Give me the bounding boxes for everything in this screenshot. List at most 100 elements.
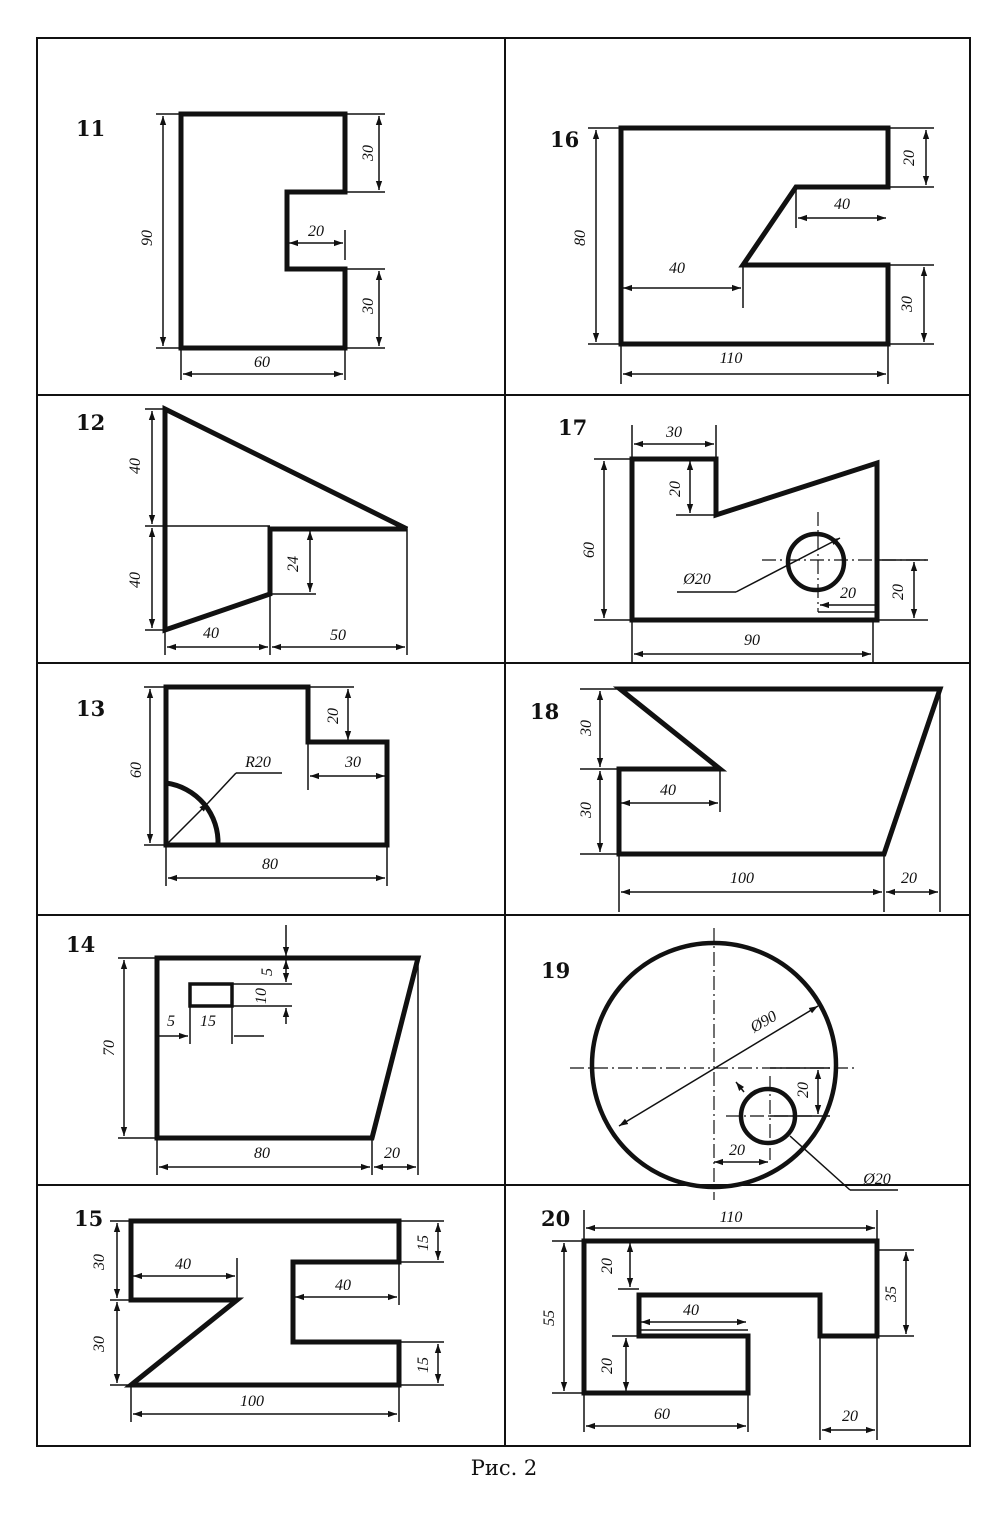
figure-13: 13 60 20 30 R20 80 (76, 684, 390, 886)
dimension-label: 40 (203, 625, 219, 642)
grid-frame (36, 37, 971, 1447)
dimension-label: 40 (127, 458, 144, 474)
dimension-label: 80 (572, 230, 589, 246)
figure-12: 12 40 40 24 40 50 (76, 404, 409, 655)
figure-14: 14 70 5 10 5 15 80 20 (66, 925, 422, 1175)
dimension-label: 30 (91, 1336, 108, 1353)
dimension-label: 20 (325, 708, 342, 724)
dimension-lines (580, 688, 941, 912)
dimension-label: 15 (415, 1357, 432, 1373)
dimension-lines (145, 408, 408, 655)
figure-number: 11 (76, 116, 105, 141)
dimension-label: 20 (840, 585, 856, 602)
dimension-label: 60 (654, 1406, 670, 1423)
dimension-label: 15 (415, 1235, 432, 1251)
dimension-label: 20 (890, 584, 907, 600)
figure-17: 17 30 20 60 Ø20 20 20 90 (558, 415, 928, 662)
dimension-label: 40 (335, 1277, 351, 1294)
fillet-arc (165, 780, 221, 846)
dimension-label: 55 (541, 1310, 558, 1326)
dimension-label: 20 (384, 1145, 400, 1162)
dimension-label: 24 (285, 556, 302, 572)
dimension-label: 30 (91, 1254, 108, 1271)
figure-number: 17 (558, 415, 587, 440)
figure-18: 18 30 30 40 100 20 (530, 686, 944, 912)
figure-11: 11 90 30 20 30 60 (76, 111, 385, 380)
dimension-lines (144, 686, 388, 886)
dimension-label: 80 (262, 856, 278, 873)
figure-number: 12 (76, 410, 105, 435)
dimension-label: 90 (744, 632, 760, 649)
part-outline (123, 1218, 402, 1388)
dimension-label: R20 (244, 754, 271, 771)
dimension-label: 35 (883, 1286, 900, 1303)
figure-number: 20 (541, 1206, 570, 1231)
dimension-label: 20 (842, 1408, 858, 1425)
dimension-label: 80 (254, 1145, 270, 1162)
dimension-lines (552, 1210, 914, 1440)
dimension-lines (588, 127, 934, 384)
figure-number: 19 (541, 958, 570, 983)
dimension-label: 20 (729, 1142, 745, 1159)
dimension-lines (618, 1005, 898, 1191)
dimension-label: 15 (200, 1013, 216, 1030)
figure-number: 16 (550, 127, 579, 152)
dimension-label: Ø20 (682, 571, 711, 588)
dimension-label: 110 (720, 350, 743, 367)
figure-number: 13 (76, 696, 105, 721)
dimension-label: 60 (128, 762, 145, 778)
figure-20: 20 110 20 40 55 20 35 60 20 (541, 1206, 914, 1440)
dimension-label: 20 (599, 1258, 616, 1274)
dimension-label: 30 (665, 424, 682, 441)
dimension-label: 20 (901, 870, 917, 887)
figure-caption: Рис. 2 (470, 1456, 538, 1480)
window-cutout (188, 982, 234, 1008)
figure-number: 18 (530, 699, 559, 724)
figure-16: 16 80 20 40 40 30 110 (550, 125, 934, 384)
dimension-label: 5 (167, 1013, 175, 1030)
dimension-label: 30 (344, 754, 361, 771)
part-outline (612, 686, 944, 857)
part-outline (178, 111, 348, 351)
dimension-label: 90 (139, 230, 156, 246)
dimension-label: 100 (730, 870, 754, 887)
dimension-label: 40 (669, 260, 685, 277)
dimension-label: 40 (683, 1302, 699, 1319)
part-outline (618, 125, 891, 347)
dimension-label: 30 (360, 298, 377, 315)
dimension-label: 30 (578, 802, 595, 819)
dimension-label: 50 (330, 627, 346, 644)
dimension-lines (110, 1220, 444, 1422)
figure-number: 15 (74, 1206, 103, 1231)
dimension-label: 30 (578, 720, 595, 737)
dimension-label: 60 (581, 542, 598, 558)
figure-number: 14 (66, 932, 95, 957)
dimension-label: 70 (101, 1040, 118, 1056)
dimension-label: 40 (834, 196, 850, 213)
dimension-label: 20 (599, 1358, 616, 1374)
dimension-lines (594, 425, 928, 662)
dimension-label: 5 (259, 968, 276, 976)
dimension-label: 110 (720, 1209, 743, 1226)
dimension-label: 40 (660, 782, 676, 799)
dimension-label: Ø20 (862, 1171, 891, 1188)
dimension-label: 20 (667, 481, 684, 497)
part-outline (162, 404, 409, 634)
part-outline (581, 1238, 880, 1396)
dimension-lines (118, 925, 419, 1175)
dimension-label: 40 (175, 1256, 191, 1273)
dimension-label: 10 (253, 988, 270, 1004)
dimension-label: 30 (899, 296, 916, 313)
hole-circle (785, 531, 847, 593)
figure-15: 15 30 30 40 40 15 15 100 (74, 1206, 444, 1422)
dimension-label: 20 (901, 150, 918, 166)
dimension-label: 20 (795, 1082, 812, 1098)
dimension-label: 30 (360, 145, 377, 162)
dimension-label: 60 (254, 354, 270, 371)
dimension-label: 40 (127, 572, 144, 588)
dimension-label: 20 (308, 223, 324, 240)
figure-19: 19 Ø90 20 20 Ø20 (541, 928, 898, 1200)
dimension-lines (156, 113, 385, 380)
center-lines (570, 928, 855, 1200)
